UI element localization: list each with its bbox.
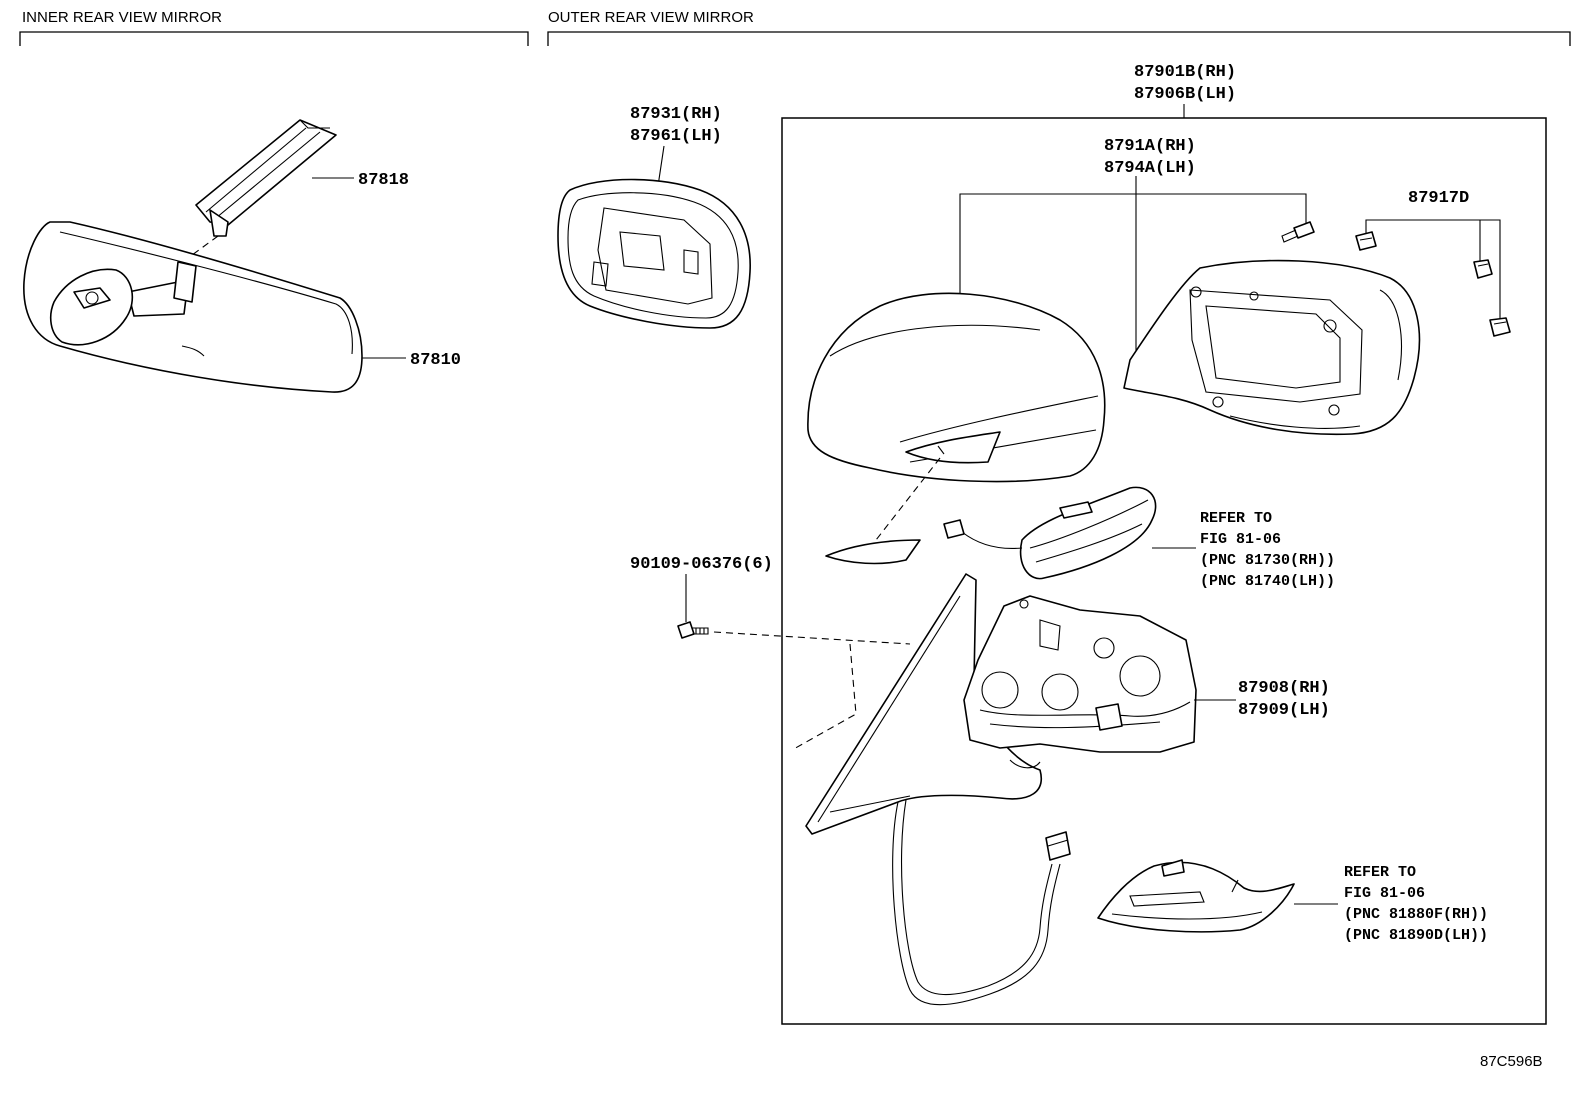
label-87909: 87909(LH) — [1238, 701, 1330, 720]
label-87931: 87931(RH) — [630, 105, 722, 124]
section-bracket-outer — [547, 31, 1571, 46]
label-87810: 87810 — [410, 351, 461, 370]
lens-piece-drawing — [825, 539, 921, 565]
label-87917d: 87917D — [1408, 189, 1469, 208]
screw-top-drawing — [1281, 221, 1315, 243]
label-90109: 90109-06376(6) — [630, 555, 773, 574]
dash-lens — [875, 457, 941, 541]
label-8791a: 8791A(RH) — [1104, 137, 1196, 156]
refer-ts-line1: REFER TO — [1200, 510, 1272, 527]
turn-signal-drawing — [943, 486, 1157, 580]
leader-87917d — [1365, 219, 1501, 320]
section-bracket-inner — [19, 31, 529, 46]
leader-8791a-cover — [959, 193, 1307, 296]
bolt-drawing — [677, 621, 709, 639]
lower-lamp-drawing — [1097, 859, 1295, 933]
assembly-box — [781, 117, 1547, 1025]
label-8794a: 8794A(LH) — [1104, 159, 1196, 178]
refer-ts-line2: FIG 81-06 — [1200, 531, 1281, 548]
dash-bolt-2 — [791, 643, 857, 751]
refer-lamp-line2: FIG 81-06 — [1344, 885, 1425, 902]
refer-lamp-line4: (PNC 81890D(LH)) — [1344, 927, 1488, 944]
dash-bolt — [713, 631, 911, 645]
clip-drawing-1 — [1355, 231, 1377, 251]
wire-harness-drawing — [892, 799, 1071, 1006]
mirror-cover-drawing — [807, 292, 1106, 483]
actuator-drawing — [963, 595, 1197, 769]
label-87908: 87908(RH) — [1238, 679, 1330, 698]
leader-87931 — [657, 145, 665, 187]
mirror-glass-87931-drawing — [557, 178, 751, 329]
inner-mirror-87810-drawing — [23, 221, 363, 393]
clip-drawing-2 — [1473, 259, 1493, 279]
section-title-inner: INNER REAR VIEW MIRROR — [22, 9, 222, 26]
clip-drawing-3 — [1489, 317, 1511, 337]
label-87901b: 87901B(RH) — [1134, 63, 1236, 82]
refer-lamp-line3: (PNC 81880F(RH)) — [1344, 906, 1488, 923]
label-87818: 87818 — [358, 171, 409, 190]
label-87961: 87961(LH) — [630, 127, 722, 146]
refer-lamp-line1: REFER TO — [1344, 864, 1416, 881]
refer-ts-line4: (PNC 81740(LH)) — [1200, 573, 1335, 590]
section-title-outer: OUTER REAR VIEW MIRROR — [548, 9, 754, 26]
bracket-87818-drawing — [195, 119, 337, 237]
mirror-housing-drawing — [1123, 259, 1421, 436]
label-87906b: 87906B(LH) — [1134, 85, 1236, 104]
refer-ts-line3: (PNC 81730(RH)) — [1200, 552, 1335, 569]
diagram-code: 87C596B — [1480, 1053, 1543, 1070]
